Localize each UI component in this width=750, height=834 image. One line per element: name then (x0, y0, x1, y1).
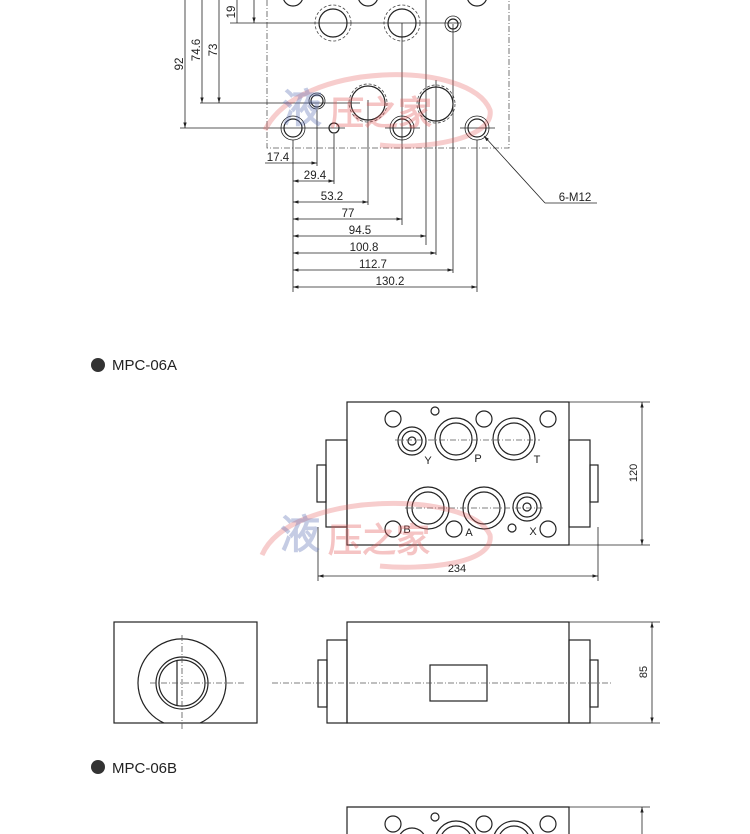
port-label-a: A (465, 527, 473, 539)
mpc-06a-end-view (113, 621, 258, 730)
watermark-logo: 液 压之家 (259, 500, 493, 570)
dim-130-2: 130.2 (376, 276, 405, 288)
section-title-mpc-06b: MPC-06B (112, 760, 177, 777)
mpc-06b-top-view (346, 806, 650, 834)
dim-73: 73 (208, 44, 220, 57)
mounting-surface-drawing: 92 74.6 73 19 17.4 29.4 53.2 77 94.5 100… (174, 0, 597, 292)
section-bullet-icon (91, 358, 105, 372)
dim-29-4: 29.4 (304, 170, 327, 182)
port-label-b: B (403, 524, 410, 536)
mpc-06a-top-view: Y P T B A X 120 234 (316, 401, 650, 581)
port-label-p: P (474, 453, 481, 465)
dim-112-7: 112.7 (359, 259, 387, 271)
port-label-t: T (534, 454, 541, 466)
port-label-x: X (529, 526, 537, 538)
dim-19: 19 (226, 6, 238, 19)
dim-53-2: 53.2 (321, 191, 343, 203)
dim-width-234: 234 (448, 563, 466, 575)
dim-94-5: 94.5 (349, 225, 371, 237)
svg-text:液: 液 (280, 511, 320, 558)
thread-callout: 6-M12 (559, 192, 592, 204)
svg-text:压之家: 压之家 (330, 94, 432, 134)
outline-dashed (266, 0, 510, 149)
dim-height-120: 120 (628, 464, 640, 482)
dim-74-6: 74.6 (191, 39, 203, 61)
port-label-y: Y (424, 455, 432, 467)
dim-77: 77 (342, 208, 355, 220)
dim-height-85: 85 (638, 666, 650, 678)
dim-92: 92 (174, 58, 186, 71)
section-title-mpc-06a: MPC-06A (112, 357, 177, 374)
dim-100-8: 100.8 (350, 242, 379, 254)
watermark-logo: 液 压之家 (262, 72, 493, 149)
svg-text:压之家: 压之家 (328, 521, 430, 561)
svg-text:液: 液 (282, 85, 322, 132)
dim-17-4: 17.4 (267, 152, 290, 164)
section-bullet-icon (91, 760, 105, 774)
mpc-06a-side-view: 85 (272, 621, 660, 724)
